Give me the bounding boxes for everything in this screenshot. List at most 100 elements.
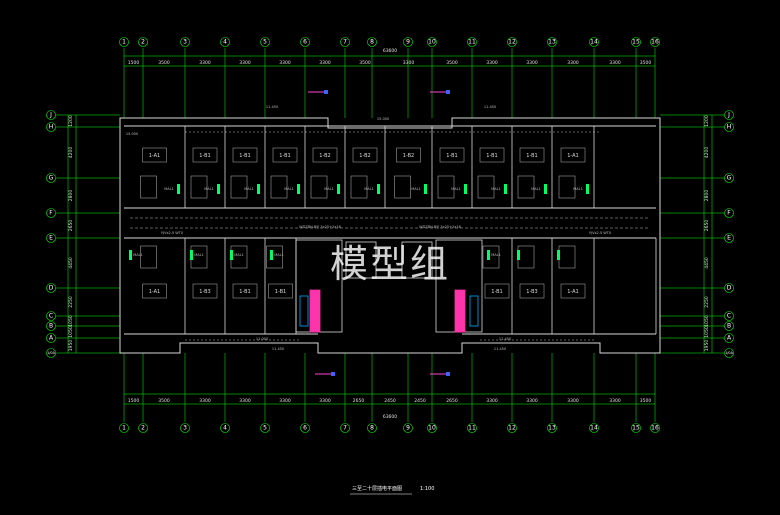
axis-bubble-label: 9	[406, 425, 410, 432]
axis-bubble	[724, 122, 734, 132]
distribution-box	[424, 184, 427, 194]
axis-bubble	[340, 37, 350, 47]
axis-bubble-label: E	[49, 235, 53, 242]
dimension-text: 3500	[158, 398, 170, 404]
axis-bubble-label: 13	[548, 425, 556, 432]
axis-bubble-label: H	[49, 124, 54, 131]
dimension-text: 1050	[704, 326, 710, 338]
axis-bubble	[724, 173, 734, 183]
dimension-text: 3500	[446, 60, 458, 66]
riser-symbol	[446, 90, 450, 94]
axis-bubble-label: 1	[122, 425, 126, 432]
elevator-shaft	[401, 241, 433, 279]
room-label-box	[232, 147, 258, 163]
room-label: 1-B1	[279, 153, 290, 159]
axis-bubble	[724, 333, 734, 343]
axis-bubble-label: 3	[183, 39, 187, 46]
axis-bubble	[220, 37, 230, 47]
axis-bubble	[46, 110, 56, 120]
axis-bubble	[467, 423, 477, 433]
axis-bubble-label: 16	[651, 425, 659, 432]
dimension-text: 2450	[384, 398, 396, 404]
axis-bubble-label: 14	[590, 425, 598, 432]
drawing-scale: 1:100	[420, 486, 434, 492]
room-label-box	[142, 147, 167, 163]
distribution-box	[337, 184, 340, 194]
distribution-box	[544, 184, 547, 194]
axis-bubble-label: 5	[263, 425, 267, 432]
axis-bubble-label: 8	[370, 425, 374, 432]
equipment-label: MAL1	[451, 187, 461, 191]
elevation-label: 11.450	[272, 347, 284, 351]
riser-symbol	[324, 90, 328, 94]
room-label-box	[519, 283, 545, 299]
distribution-box	[377, 184, 380, 194]
distribution-box	[257, 184, 260, 194]
axis-bubble-label: D	[727, 285, 732, 292]
distribution-box	[517, 250, 520, 260]
axis-bubble-label: 7	[343, 425, 347, 432]
dimension-text: 3500	[640, 398, 652, 404]
axis-bubble-label: 14	[590, 39, 598, 46]
equipment-label: MAL1	[491, 187, 501, 191]
axis-bubble	[427, 423, 437, 433]
axis-bubble-label: C	[49, 313, 53, 320]
bathroom	[558, 175, 576, 199]
room-label-box	[352, 147, 378, 163]
equipment-label: MAL1	[411, 187, 421, 191]
dimension-text: 3300	[279, 398, 291, 404]
axis-bubble	[180, 423, 190, 433]
cable-label: YJVx2.5 WT0	[589, 231, 611, 235]
axis-bubble	[467, 37, 477, 47]
bathroom	[394, 175, 411, 199]
axis-bubble-label: 15	[632, 39, 640, 46]
bathroom	[482, 245, 500, 269]
dimension-text: 3300	[199, 60, 211, 66]
room-label: 1-A1	[149, 289, 160, 295]
room-label: 1-B3	[526, 289, 537, 295]
axis-bubble	[340, 423, 350, 433]
equipment-label: MAL1	[133, 253, 143, 257]
axis-bubble	[507, 37, 517, 47]
axis-bubble	[724, 321, 734, 331]
dimension-text: 3300	[319, 60, 331, 66]
axis-bubble-label: 2	[141, 39, 145, 46]
room-label-box	[560, 147, 586, 163]
axis-bubble-label: 10	[428, 425, 436, 432]
distribution-box	[586, 184, 589, 194]
top-total-dimension: 63600	[383, 48, 397, 54]
cable-label: WDZBN-BYJ 3x25+2x16	[419, 225, 461, 229]
distribution-box	[504, 184, 507, 194]
axis-bubble	[220, 423, 230, 433]
axis-bubble-label: 9	[406, 39, 410, 46]
dimension-text: 1200	[704, 115, 710, 127]
dimension-text: 3500	[158, 60, 170, 66]
axis-bubble	[46, 233, 56, 243]
axis-bubble	[119, 423, 129, 433]
axis-bubble-label: 6	[303, 425, 307, 432]
dimension-text: 2650	[353, 398, 365, 404]
distribution-box	[129, 250, 132, 260]
axis-bubble-label: 12	[508, 39, 516, 46]
axis-bubble-label: D	[49, 285, 54, 292]
axis-bubble	[367, 37, 377, 47]
room-label-box	[479, 147, 505, 163]
elevation-label: 11.000	[256, 337, 268, 341]
equipment-label: MAL1	[491, 253, 501, 257]
room-label: 1-B2	[319, 153, 330, 159]
axis-bubble-label: 13	[548, 39, 556, 46]
axis-bubble-label: C	[727, 313, 731, 320]
dimension-text: 4200	[68, 147, 74, 159]
dimension-text: 1500	[128, 398, 140, 404]
elevation-label: 11.450	[484, 105, 496, 109]
room-label-box	[560, 283, 586, 299]
drawing-title: 三至二十层插电平面图	[352, 485, 402, 492]
axis-bubble	[403, 37, 413, 47]
axis-bubble-label: 10	[428, 39, 436, 46]
axis-bubble-label: 8	[370, 39, 374, 46]
dimension-text: 2800	[704, 190, 710, 202]
axis-bubble	[367, 423, 377, 433]
axis-bubble	[547, 423, 557, 433]
axis-bubble	[650, 423, 660, 433]
axis-bubble-label: F	[727, 210, 731, 217]
